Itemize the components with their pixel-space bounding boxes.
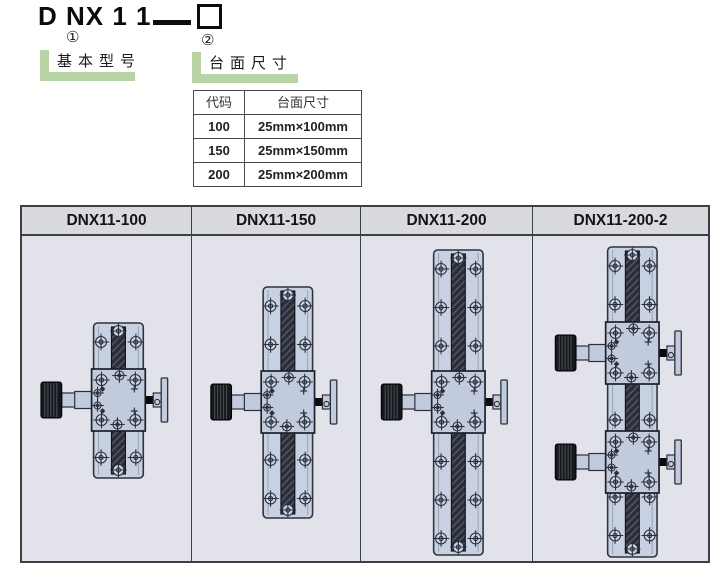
green-corner-accent bbox=[192, 52, 201, 83]
product-column-header: DNX11-200 bbox=[361, 207, 533, 236]
green-corner-accent bbox=[192, 74, 298, 83]
product-column: DNX11-100 bbox=[22, 207, 192, 561]
stage-drawing bbox=[380, 249, 508, 556]
marker-1: ① bbox=[66, 29, 80, 46]
model-code-base: D NX 1 1 bbox=[38, 1, 152, 31]
stage-drawing bbox=[554, 246, 682, 558]
green-corner-accent bbox=[40, 72, 135, 81]
product-column-header: DNX11-100 bbox=[22, 207, 192, 236]
stage-drawing bbox=[210, 286, 338, 519]
table-row: 200 25mm×200mm bbox=[193, 162, 362, 187]
size-dim: 25mm×200mm bbox=[244, 162, 362, 187]
product-image-cell bbox=[533, 236, 708, 561]
product-column-header: DNX11-150 bbox=[192, 207, 361, 236]
size-table-header-dim: 台面尺寸 bbox=[244, 90, 362, 115]
size-table: 代码 台面尺寸 100 25mm×100mm 150 25mm×150mm 20… bbox=[193, 90, 362, 187]
stage-drawing bbox=[40, 322, 169, 479]
product-column: DNX11-150 bbox=[191, 207, 361, 561]
label-table-size-text: 台面尺寸 bbox=[209, 55, 294, 72]
table-row: 150 25mm×150mm bbox=[193, 138, 362, 163]
size-dim: 25mm×100mm bbox=[244, 114, 362, 139]
green-corner-accent bbox=[40, 50, 49, 81]
marker-2: ② bbox=[201, 32, 215, 49]
table-row: 100 25mm×100mm bbox=[193, 114, 362, 139]
size-table-header-code: 代码 bbox=[193, 90, 245, 115]
model-code-dash bbox=[153, 20, 191, 25]
size-table-header-row: 代码 台面尺寸 bbox=[193, 90, 362, 115]
label-table-size: 台面尺寸 bbox=[192, 52, 298, 83]
product-image-cell bbox=[361, 236, 533, 561]
product-column-header: DNX11-200-2 bbox=[533, 207, 708, 236]
model-code-option-box bbox=[197, 4, 222, 29]
size-code: 200 bbox=[193, 162, 245, 187]
product-column: DNX11-200-2 bbox=[532, 207, 708, 561]
label-basic-model: 基本型号 bbox=[40, 50, 135, 81]
product-image-cell bbox=[192, 236, 361, 561]
product-image-cell bbox=[22, 236, 192, 561]
size-code: 150 bbox=[193, 138, 245, 163]
label-basic-model-text: 基本型号 bbox=[57, 53, 142, 70]
size-code: 100 bbox=[193, 114, 245, 139]
product-column: DNX11-200 bbox=[360, 207, 533, 561]
size-dim: 25mm×150mm bbox=[244, 138, 362, 163]
